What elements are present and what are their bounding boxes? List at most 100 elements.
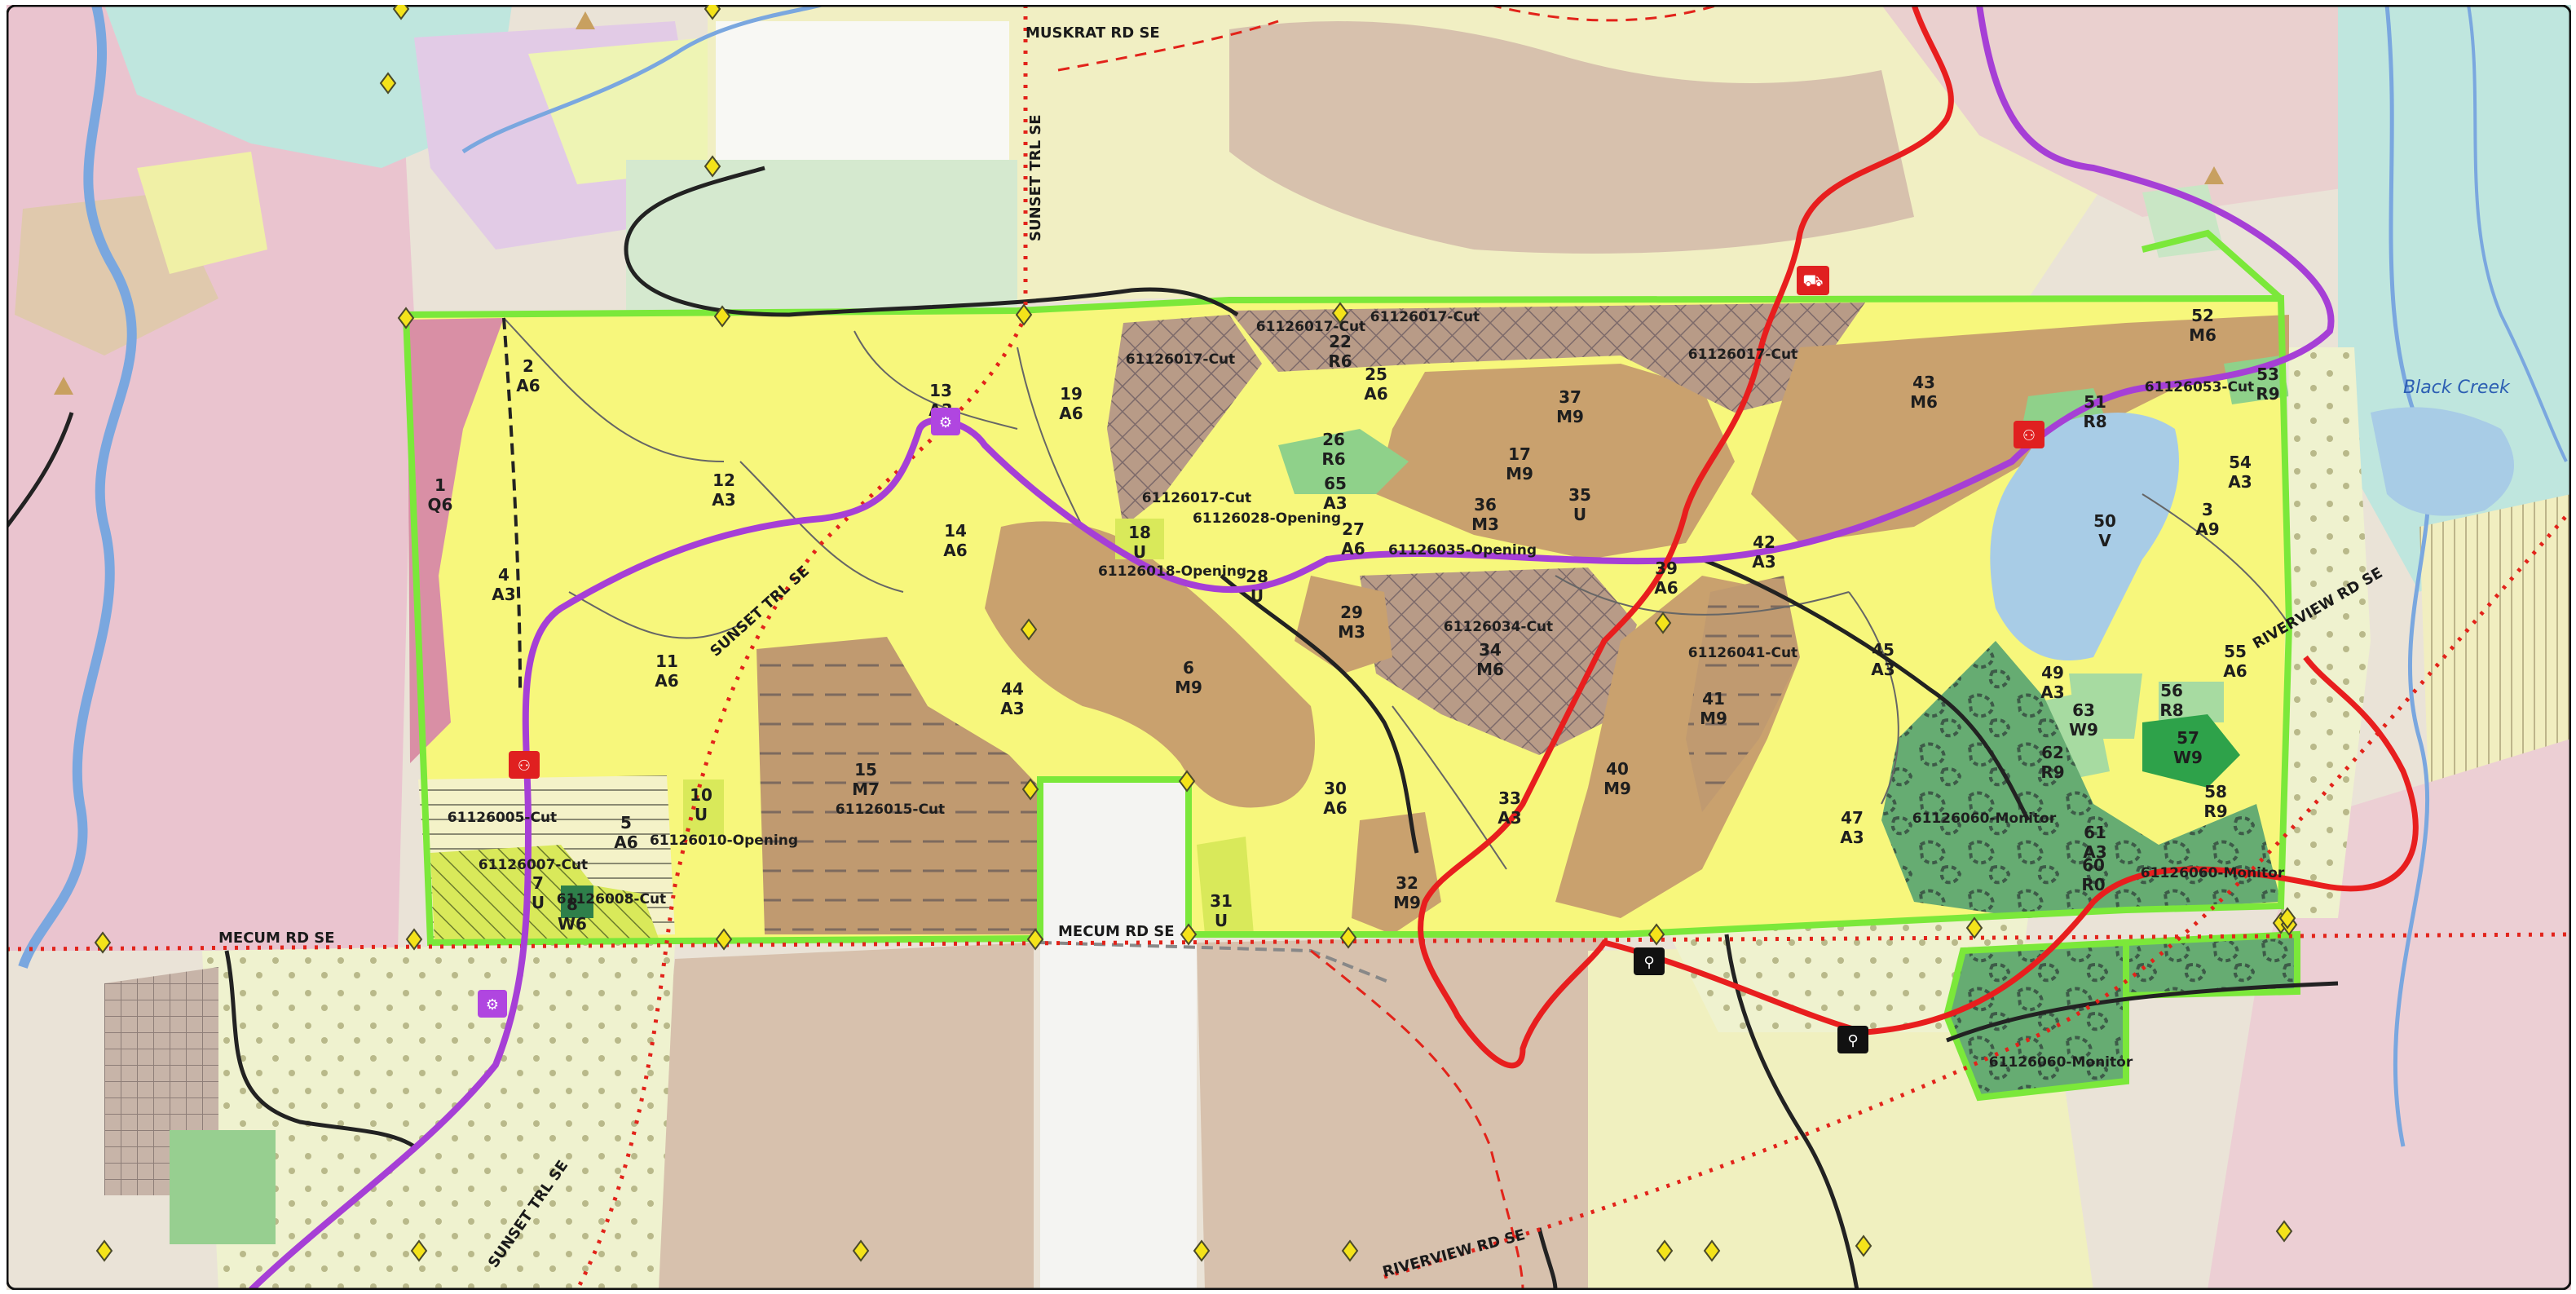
stand-41-polygon[interactable] bbox=[1686, 576, 1800, 812]
stand-56-polygon[interactable] bbox=[2159, 682, 2224, 722]
yellow-diamond-marker-icon bbox=[713, 305, 731, 328]
yellow-diamond-marker-icon bbox=[1020, 618, 1038, 641]
stream-east-2 bbox=[2467, 4, 2568, 462]
stand-cut-north-strip[interactable] bbox=[1229, 303, 1865, 413]
stand-id-label: 14 bbox=[944, 521, 967, 541]
stand-id-label: 28 bbox=[1246, 567, 1268, 586]
stand-id-label: 41 bbox=[1702, 689, 1725, 709]
stand-37-polygon[interactable] bbox=[1376, 364, 1735, 559]
stand-id-label: 52 bbox=[2191, 306, 2214, 325]
peak-triangle-icon bbox=[54, 377, 73, 395]
stand-32-polygon[interactable] bbox=[1352, 812, 1441, 934]
roads-red-dashed bbox=[1057, 3, 1719, 1291]
stand-60-monitor-polygon[interactable] bbox=[1881, 641, 2281, 918]
land-dots-southwest bbox=[202, 943, 675, 1290]
stand-code-label: A3 bbox=[492, 585, 515, 604]
stand-19-cut-polygon[interactable] bbox=[1107, 315, 1262, 527]
stand-18-polygon[interactable] bbox=[1115, 519, 1164, 559]
trail-red bbox=[1418, 3, 2419, 1069]
svg-text:⚙: ⚙ bbox=[939, 414, 952, 431]
yellow-diamond-marker-icon bbox=[1654, 612, 1672, 634]
stand-code-label: M9 bbox=[1700, 709, 1727, 728]
stand-id-label: 33 bbox=[1498, 788, 1521, 808]
stand-7-cut-polygon[interactable] bbox=[430, 845, 659, 943]
stand-code-label: R8 bbox=[2159, 700, 2183, 720]
treatment-label: 61126017-Cut bbox=[1142, 490, 1251, 506]
stand-15-polygon[interactable] bbox=[756, 637, 1040, 934]
land-brown-north bbox=[1229, 21, 1914, 254]
stand-id-label: 25 bbox=[1365, 364, 1387, 384]
yellow-diamond-marker-icon bbox=[1341, 1239, 1359, 1262]
stand-10-polygon[interactable] bbox=[683, 779, 724, 837]
atv-icon[interactable]: ⚙ bbox=[478, 990, 507, 1018]
stand-id-label: 31 bbox=[1210, 891, 1233, 911]
stand-code-label: A6 bbox=[516, 376, 540, 395]
snowmobile-icon[interactable]: ⛟ bbox=[1797, 266, 1829, 295]
map-frame[interactable]: MUSKRAT RD SE SUNSET TRL SE SUNSET TRL S… bbox=[4, 0, 2573, 1292]
treatment-label: 61126005-Cut bbox=[448, 810, 557, 826]
stand-26-polygon[interactable] bbox=[1278, 429, 1409, 494]
stand-53-polygon[interactable] bbox=[2224, 356, 2289, 404]
treatment-label: 61126060-Monitor bbox=[1912, 810, 2057, 827]
motorcycle-icon[interactable]: ⚲ bbox=[1837, 1026, 1868, 1053]
stand-code-label: A6 bbox=[2223, 661, 2247, 681]
stand-code-label: A6 bbox=[614, 832, 637, 852]
snowmobile-icon[interactable]: ⚇ bbox=[509, 751, 540, 779]
land-white-north bbox=[716, 21, 1009, 160]
river-west bbox=[18, 3, 137, 969]
stand-code-label: M3 bbox=[1471, 515, 1499, 534]
stand-id-label: 51 bbox=[2084, 392, 2106, 412]
land-white-south bbox=[1040, 779, 1197, 1290]
stand-code-label: R9 bbox=[2040, 762, 2064, 782]
treatment-label: 61126035-Opening bbox=[1388, 542, 1537, 559]
stand-code-label: R8 bbox=[2083, 412, 2106, 431]
yellow-diamond-marker-icon bbox=[1965, 916, 1983, 939]
land-green-north bbox=[626, 160, 1017, 315]
stand-id-label: 7 bbox=[532, 873, 544, 893]
stand-code-label: M9 bbox=[1175, 678, 1202, 697]
stand-code-label: A3 bbox=[2040, 682, 2064, 702]
stand-57-polygon[interactable] bbox=[2142, 714, 2240, 788]
stand-id-label: 36 bbox=[1474, 495, 1497, 515]
treatment-label: 61126010-Opening bbox=[650, 832, 798, 849]
stand-code-label: R6 bbox=[1321, 449, 1345, 469]
treatment-label: 61126028-Opening bbox=[1193, 510, 1341, 527]
snowmobile-icon[interactable]: ⚇ bbox=[2014, 421, 2044, 448]
svg-text:⚇: ⚇ bbox=[518, 757, 531, 775]
yellow-diamond-marker-icon bbox=[852, 1239, 870, 1262]
land-brown-south bbox=[642, 943, 1034, 1290]
yellow-diamond-marker-icon bbox=[410, 1239, 428, 1262]
stand-id-label: 37 bbox=[1559, 387, 1581, 407]
monitor-southeast-polygon[interactable] bbox=[2126, 934, 2297, 996]
stand-code-label: A3 bbox=[1752, 552, 1775, 572]
stand-31-polygon[interactable] bbox=[1197, 837, 1254, 934]
stand-code-label: U bbox=[1133, 542, 1146, 562]
treatment-label: 61126060-Monitor bbox=[1989, 1054, 2133, 1071]
stand-boundaries bbox=[503, 317, 2290, 870]
stand-id-label: 6 bbox=[1183, 658, 1194, 678]
monitor-south-polygon[interactable] bbox=[1947, 943, 2126, 1097]
stand-code-label: M6 bbox=[1476, 660, 1504, 679]
stand-8-polygon[interactable] bbox=[561, 885, 593, 918]
treatment-label: 61126008-Cut bbox=[557, 891, 666, 908]
atv-icon[interactable]: ⚙ bbox=[931, 408, 960, 435]
stand-id-label: 17 bbox=[1508, 444, 1531, 464]
roads-black bbox=[4, 166, 2339, 1291]
treatment-label: 61126060-Monitor bbox=[2141, 865, 2285, 881]
peak-triangle-icon bbox=[576, 11, 595, 29]
water-label-black-creek: Black Creek bbox=[2403, 378, 2511, 398]
stand-code-label: A3 bbox=[1871, 660, 1895, 679]
stand-63-polygon[interactable] bbox=[2069, 673, 2142, 739]
stand-map[interactable]: MUSKRAT RD SE SUNSET TRL SE SUNSET TRL S… bbox=[4, 0, 2573, 1292]
stand-50-lake[interactable] bbox=[1990, 413, 2179, 660]
stand-id-label: 42 bbox=[1753, 532, 1775, 552]
stand-code-label: M9 bbox=[1506, 464, 1533, 484]
stand-id-label: 10 bbox=[690, 785, 712, 805]
treatment-label: 61126017-Cut bbox=[1688, 347, 1797, 363]
road-label-sunset-top: SUNSET TRL SE bbox=[1027, 114, 1044, 241]
stand-6-polygon[interactable] bbox=[985, 521, 1315, 808]
land-dots-southeast bbox=[1670, 918, 2028, 1032]
stand-code-label: A6 bbox=[1323, 798, 1347, 818]
stand-1-polygon[interactable] bbox=[408, 318, 504, 763]
motorcycle-icon[interactable]: ⚲ bbox=[1634, 947, 1665, 975]
